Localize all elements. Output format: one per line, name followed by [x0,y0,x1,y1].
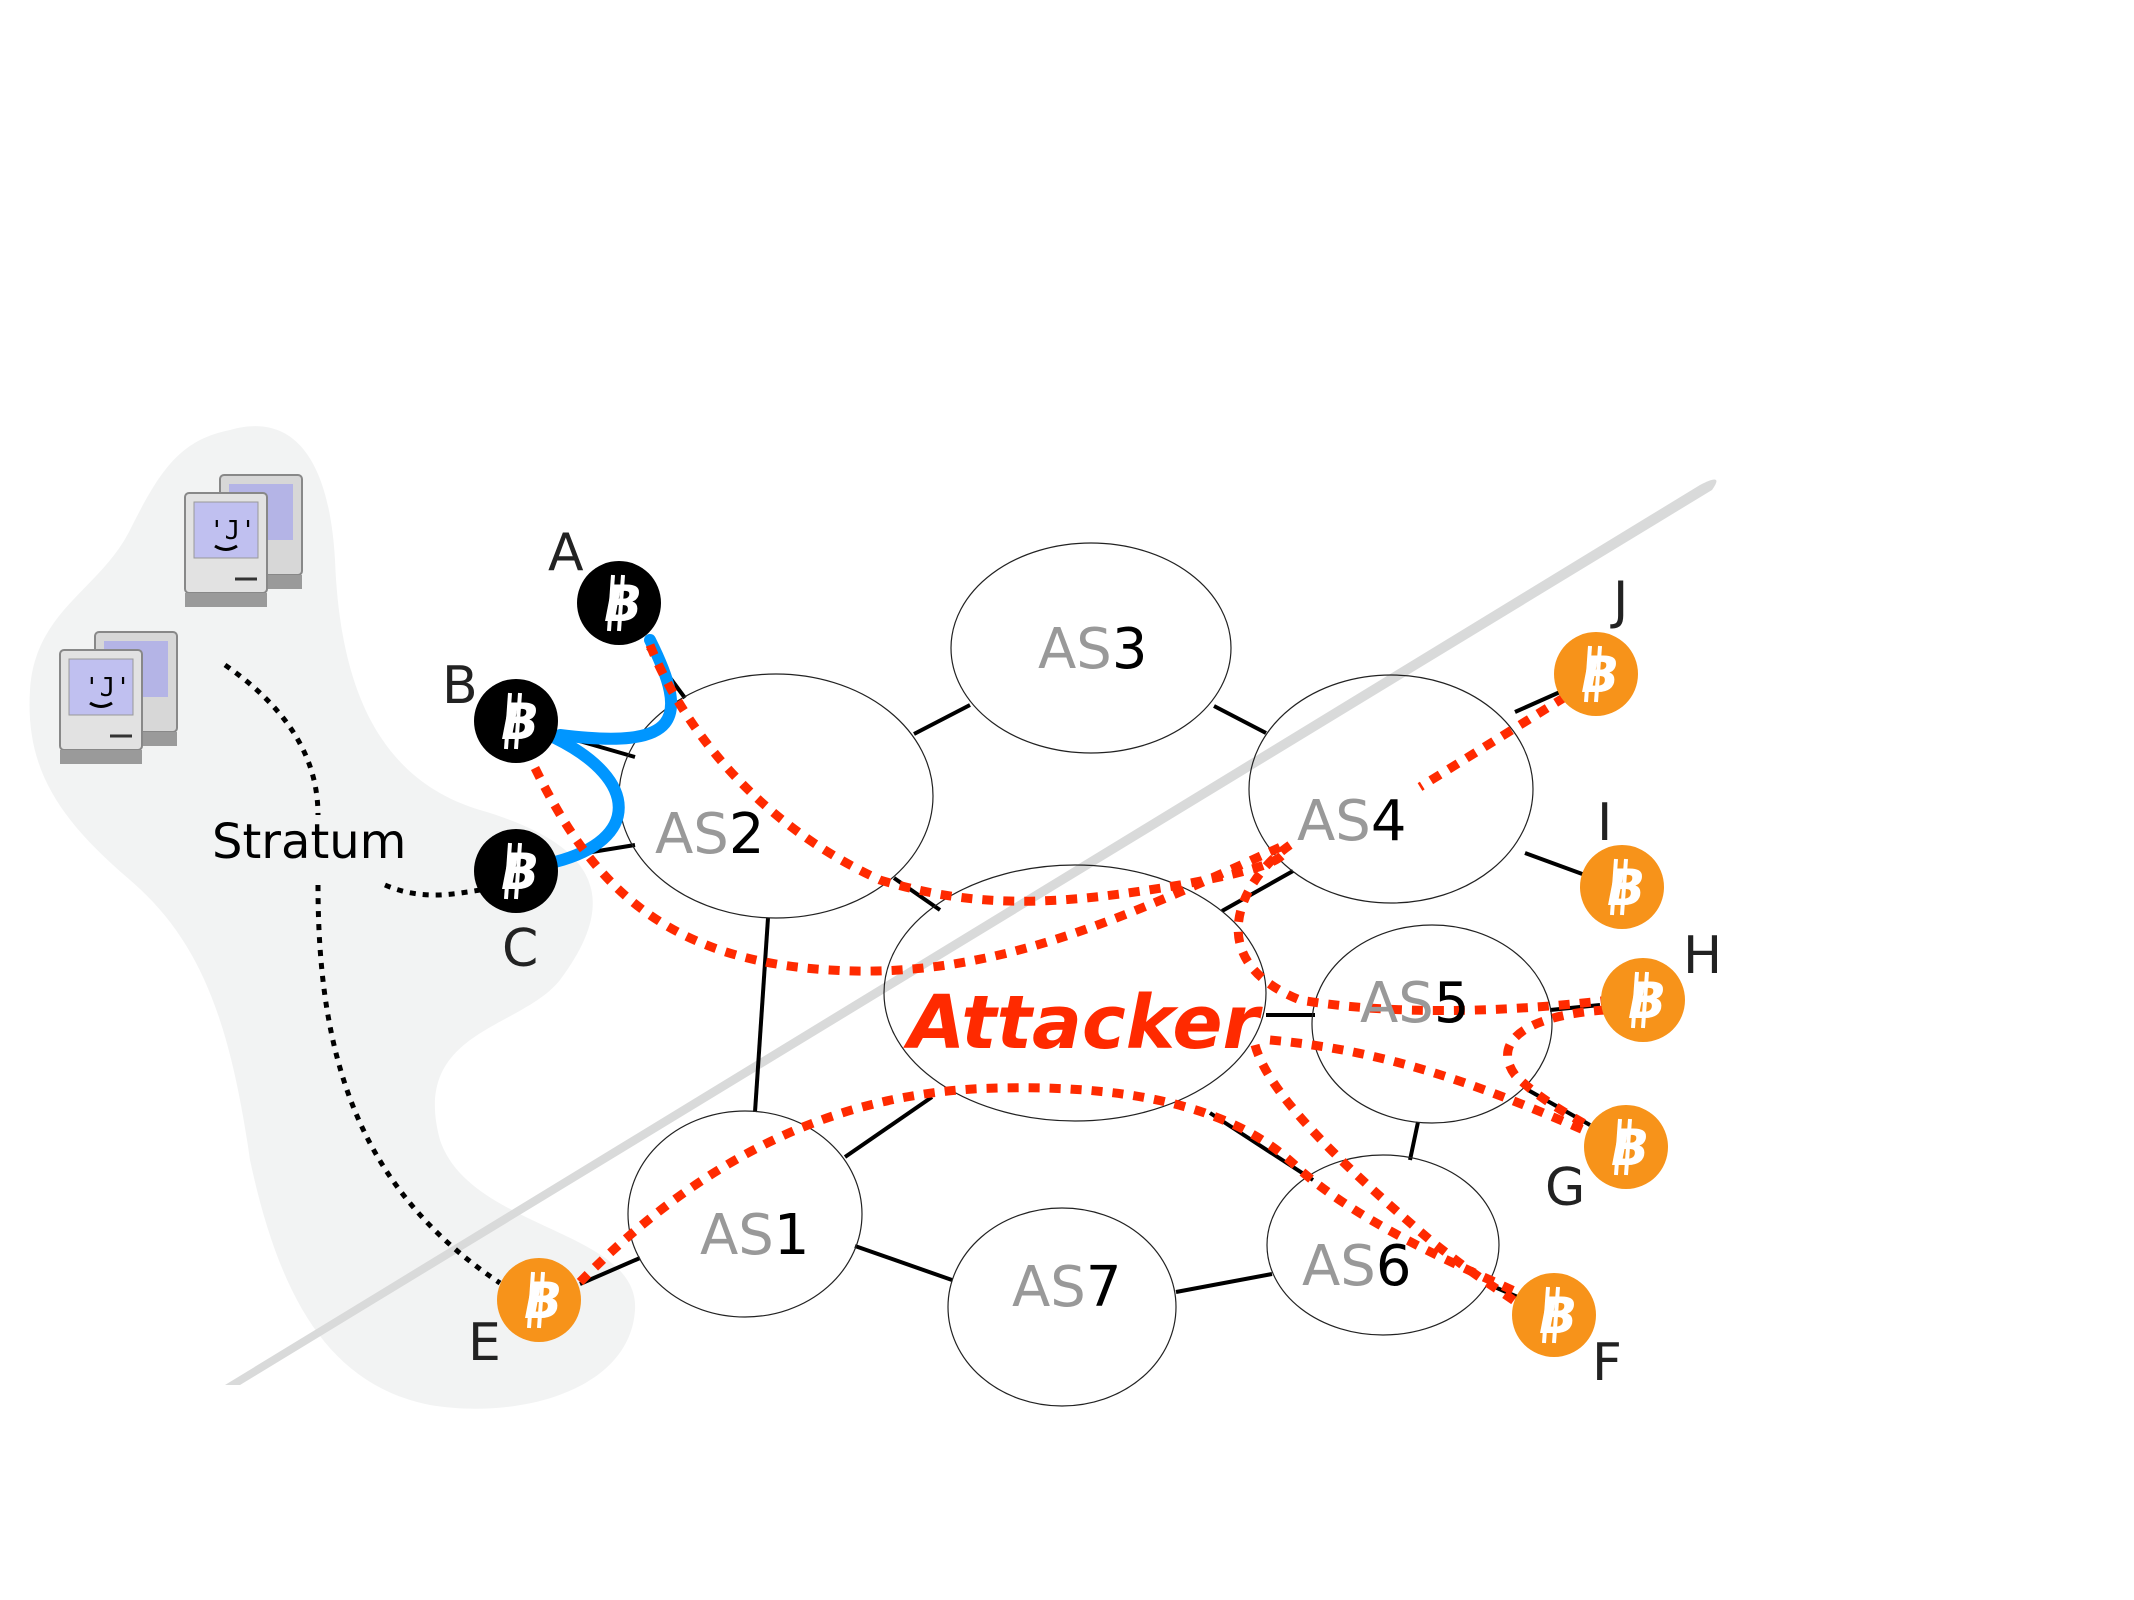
partition-line [225,479,1717,1385]
node-label-j: J [1610,571,1628,631]
link-attacker-as6 [1208,1111,1315,1182]
link-as2-as3 [913,703,971,736]
attack-path-h-g [1503,1005,1606,1134]
bitcoin-node-a: BA [548,523,661,645]
attack-path-e [576,1083,1527,1301]
attack-path-a [645,643,1290,906]
stratum-label: Stratum [212,814,406,870]
stratum-link-upper [223,662,321,816]
link-as1-attacker [843,1095,934,1159]
bitcoin-stroke [617,574,625,632]
bitcoin-node-g: BG [1545,1105,1668,1218]
as3-ellipse [950,542,1232,754]
stratum-link-e [315,884,502,1286]
svg-text:'J': 'J' [84,673,131,703]
attack-path-j [1417,693,1568,791]
node-label-b: B [442,656,478,716]
as2-label: AS2 [655,802,765,867]
link-j-as4 [1514,690,1561,714]
as4-ellipse [1248,674,1534,904]
bitcoin-stroke [1610,858,1618,916]
bitcoin-stroke [527,1271,535,1329]
node-label-g: G [1545,1158,1585,1218]
attack-path-attacker-f [1250,1043,1523,1309]
computer-icon: 'J' [59,631,178,764]
as3-label: AS3 [1038,617,1148,682]
as1-label: AS1 [700,1203,810,1268]
as5-ellipse [1311,924,1553,1124]
as6-label: AS6 [1302,1234,1412,1299]
attack-path-b [530,766,1287,976]
node-label-i: I [1597,793,1612,853]
bitcoin-node-f: BF [1512,1273,1622,1393]
bitcoin-stroke [514,692,522,750]
as5-label: AS5 [1360,971,1470,1036]
bitcoin-stroke [537,1271,545,1329]
bitcoin-stroke [1584,645,1592,703]
svg-text:'J': 'J' [209,516,256,546]
bitcoin-node-j: BJ [1554,571,1638,716]
link-as4-attacker [1221,869,1294,913]
link-as7-as6 [1175,1272,1273,1294]
as4-label: AS4 [1297,789,1407,854]
node-label-a: A [548,523,584,583]
bitcoin-stroke [1620,858,1628,916]
as7-label: AS7 [1012,1255,1122,1320]
bitcoin-node-c: BC [474,829,558,979]
bitcoin-node-i: BI [1580,793,1664,929]
link-as3-as4 [1213,704,1267,735]
bitcoin-stroke [1552,1286,1560,1344]
node-label-h: H [1683,926,1722,986]
node-label-f: F [1592,1333,1622,1393]
link-as5-as6 [1408,1121,1420,1161]
computer-icon: 'J' [184,474,303,607]
link-e-as1 [579,1256,641,1286]
link-i-as4 [1524,851,1586,877]
attacker-label: Attacker [903,980,1264,1066]
as7-ellipse [947,1207,1177,1407]
bitcoin-node-e: BE [468,1258,581,1373]
bitcoin-stroke [607,574,615,632]
bitcoin-node-b: BB [442,656,558,763]
attack-paths [530,643,1611,1309]
bitcoin-stroke [1542,1286,1550,1344]
mining-pool-region [29,426,636,1409]
bitcoin-stroke [504,692,512,750]
link-h-as5 [1549,1003,1601,1012]
link-as2-as1 [753,917,770,1113]
bitcoin-node-h: BH [1601,926,1722,1042]
stratum-connections [223,662,502,1286]
link-as1-as7 [854,1244,953,1282]
as6-ellipse [1266,1154,1500,1336]
attack-path-attacker-g [1269,1035,1597,1140]
node-label-e: E [468,1313,501,1373]
bitcoin-stroke [514,842,522,900]
bitcoin-stroke [504,842,512,900]
bitcoin-stroke [1594,645,1602,703]
node-label-c: C [502,919,538,979]
attacker-ellipse [883,864,1267,1122]
bitcoin-stroke [1631,971,1639,1029]
honest-path-b-c [549,732,625,868]
as1-ellipse [627,1110,863,1318]
bitcoin-stroke [1624,1118,1632,1176]
bitcoin-stroke [1641,971,1649,1029]
bitcoin-stroke [1614,1118,1622,1176]
